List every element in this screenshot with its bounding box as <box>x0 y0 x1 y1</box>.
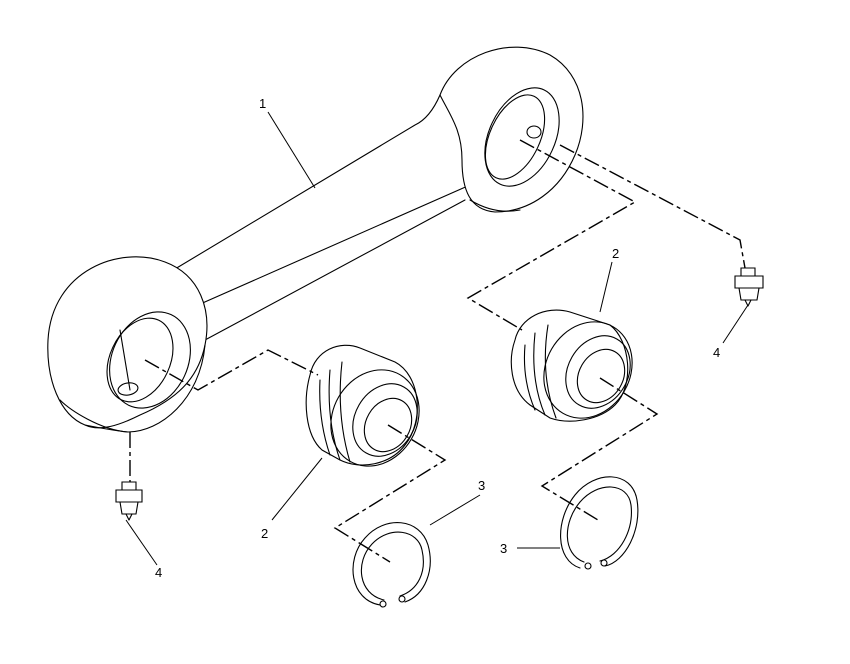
grease-fitting-right <box>734 267 764 307</box>
bearing-left <box>305 344 420 467</box>
leader-lines <box>125 111 749 566</box>
grease-fitting-left <box>115 481 143 521</box>
retaining-ring-right <box>560 476 639 570</box>
link-rod <box>47 46 584 433</box>
callout-link: 1 <box>259 96 266 111</box>
callout-fitting-left: 4 <box>155 565 162 580</box>
callout-ring-left: 3 <box>478 478 485 493</box>
assembly-centerlines <box>129 139 746 563</box>
callout-bearing-right: 2 <box>612 246 619 261</box>
callout-ring-right: 3 <box>500 541 507 556</box>
retaining-ring-left <box>352 522 431 608</box>
callout-fitting-right: 4 <box>713 345 720 360</box>
bearing-right <box>510 309 633 422</box>
callout-bearing-left: 2 <box>261 526 268 541</box>
